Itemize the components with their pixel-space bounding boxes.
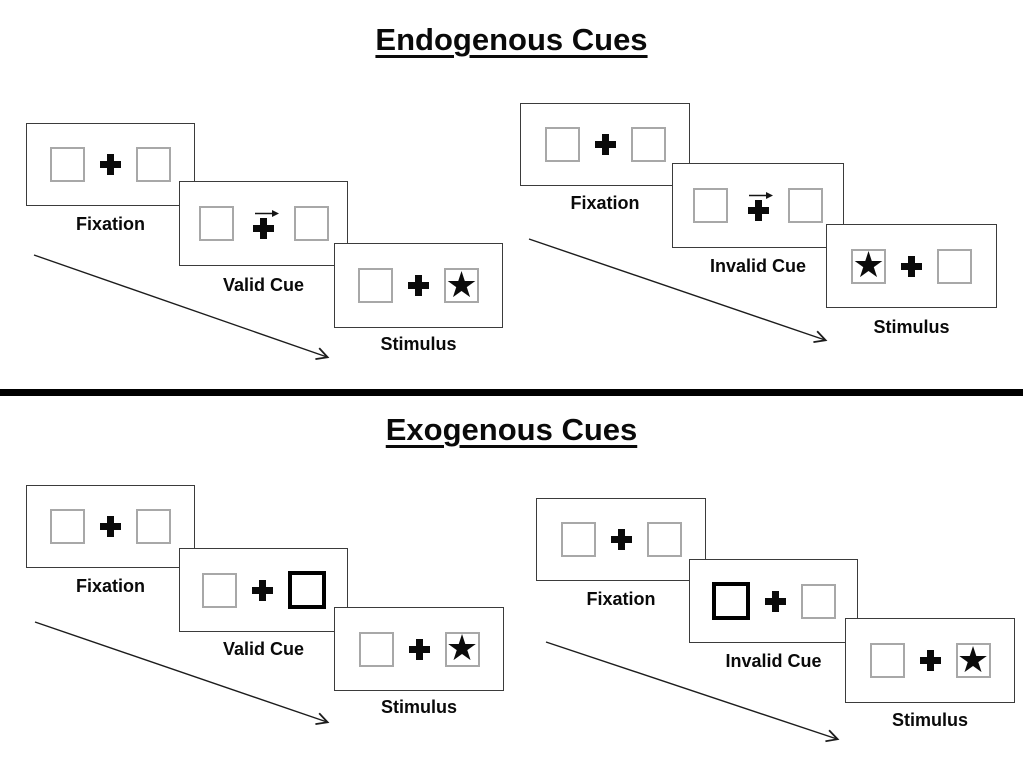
panel-label-fixation: Fixation [75,576,145,596]
fixation-cross-icon [408,638,430,660]
fixation-cross-icon [764,590,786,612]
panel-label-stimulus: Stimulus [380,334,457,354]
right-placeholder-box [136,147,171,182]
section-title-endogenous: Endogenous Cues [375,22,648,57]
panel-label-valid-cue: Valid Cue [222,639,305,659]
star-target-box: ★ [444,627,480,668]
panel-stimulus: ★ [334,607,504,691]
fixation-area [408,638,430,660]
fixation-cross-icon [251,579,273,601]
fixation-cross-icon [901,255,922,277]
left-placeholder-box [198,206,234,241]
left-placeholder-box [544,127,580,162]
panel-fixation [536,498,706,581]
right-placeholder-box [630,127,666,162]
star-target-box: ★ [851,244,886,285]
left-placeholder-box [869,643,905,678]
panel-label-invalid-cue: Invalid Cue [709,256,807,276]
brightened-cue-box [711,582,750,620]
panel-label-stimulus: Stimulus [891,710,968,730]
cue-arrow-icon [254,205,279,217]
cue-arrow-icon [749,187,773,199]
right-placeholder-box [293,206,329,241]
fixation-area [919,650,941,671]
fixation-cross-icon [408,275,429,296]
panel-label-fixation: Fixation [586,589,656,609]
section-title-exogenous: Exogenous Cues [385,412,638,447]
fixation-cross-icon [747,200,769,221]
timeline-arrow-endogenous-invalid [528,238,828,344]
fixation-cross-icon [100,516,121,537]
fixation-area [610,529,632,550]
panel-stimulus: ★ [845,618,1015,703]
panel-valid-cue [179,548,348,632]
brightened-cue-box [287,571,326,609]
panel-fixation [520,103,690,186]
panel-stimulus: ★ [826,224,997,308]
panel-label-fixation: Fixation [75,214,145,234]
left-placeholder-box [50,147,85,182]
star-target-box: ★ [444,263,479,305]
fixation-area [100,516,121,537]
fixation-area [100,154,121,175]
panel-label-stimulus: Stimulus [873,317,950,337]
panel-label-invalid-cue: Invalid Cue [725,651,822,671]
fixation-area [764,590,786,612]
panel-fixation [26,123,195,206]
panel-invalid-cue [672,163,844,248]
section-divider [0,389,1023,396]
left-placeholder-box [50,509,85,544]
panel-label-stimulus: Stimulus [380,697,457,717]
fixation-area [249,205,279,239]
right-placeholder-box [788,188,823,223]
timeline-arrow-exogenous-valid [34,621,330,726]
left-placeholder-box [560,522,596,557]
panel-label-fixation: Fixation [570,193,640,213]
panel-label-valid-cue: Valid Cue [222,275,305,295]
right-placeholder-box [800,583,836,619]
left-placeholder-box [358,268,393,303]
left-placeholder-box [693,188,728,223]
panel-fixation [26,485,195,568]
panel-invalid-cue [689,559,858,643]
right-placeholder-box [646,522,682,557]
left-placeholder-box [358,631,394,667]
fixation-area [743,187,773,221]
fixation-cross-icon [594,134,616,155]
fixation-cross-icon [100,154,121,175]
fixation-area [408,275,429,296]
fixation-cross-icon [610,529,632,550]
fixation-area [901,255,922,277]
fixation-area [251,579,273,601]
fixation-cross-icon [919,650,941,671]
fixation-area [594,134,616,155]
star-target-box: ★ [955,638,991,680]
panel-stimulus: ★ [334,243,503,328]
timeline-arrow-endogenous-valid [33,254,330,360]
fixation-cross-icon [253,218,274,239]
right-placeholder-box [136,509,171,544]
panel-valid-cue [179,181,348,266]
left-placeholder-box [201,572,237,608]
right-placeholder-box [937,248,972,284]
